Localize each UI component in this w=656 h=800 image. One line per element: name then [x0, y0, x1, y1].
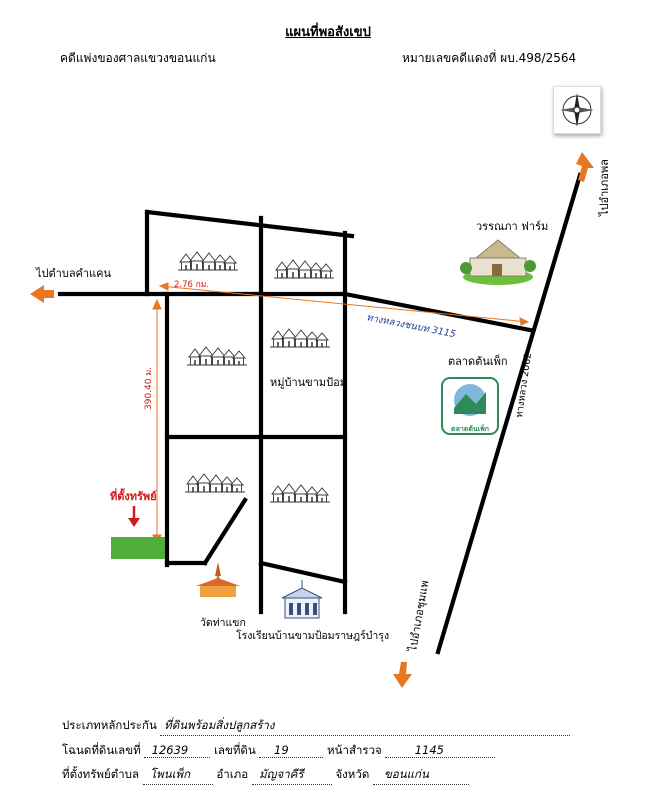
map-title: แผนที่พอสังเขป [285, 25, 371, 40]
subdistrict-value: โพนเพ็ก [149, 767, 191, 781]
arrow-south [393, 662, 412, 688]
property-block [111, 537, 165, 559]
subdistrict-label: ที่ตั้งทรัพย์ตำบล [62, 767, 140, 781]
label-village: หมู่บ้านขามป้อม [270, 376, 347, 389]
collateral-label: ประเภทหลักประกัน [62, 718, 157, 732]
label-to-chum-phae: ไปอำเภอชุมแพ [406, 579, 431, 653]
footer-row-collateral: ประเภทหลักประกัน ที่ดินพร้อมสิ่งปลูกสร้า… [62, 717, 571, 736]
collateral-value: ที่ดินพร้อมสิ่งปลูกสร้าง [164, 718, 275, 732]
footer-row-deed: โฉนดที่ดินเลขที่ 12639 เลขที่ดิน 19 หน้า… [62, 742, 496, 760]
province-label: จังหวัด [335, 767, 370, 781]
label-market: ตลาดต้นเพ็ก [448, 354, 508, 368]
house-cluster-icon [269, 483, 331, 503]
market-logo-icon: ตลาดต้นเพ็ก [441, 377, 499, 435]
court-name: คดีแพ่งของศาลแขวงขอนแก่น [60, 51, 216, 65]
direction-arrows [30, 152, 594, 688]
temple-icon [196, 562, 240, 597]
footer-row-location: ที่ตั้งทรัพย์ตำบล โพนเพ็ก อำเภอ มัญจาคีร… [62, 766, 469, 785]
label-distance-vertical: 390.40 ม. [144, 367, 154, 410]
road-network [57, 172, 583, 655]
district-label: อำเภอ [216, 767, 249, 781]
farm-icon [460, 239, 536, 285]
label-farm: วรรณภา ฟาร์ม [476, 220, 548, 233]
province-value: ขอนแก่น [383, 767, 429, 781]
house-cluster-icon [177, 251, 239, 271]
deed-label: โฉนดที่ดินเลขที่ [62, 743, 141, 757]
land-no-label: เลขที่ดิน [213, 743, 256, 757]
house-cluster-icon [186, 346, 248, 366]
house-cluster-icon [184, 473, 246, 493]
land-number: 19 [274, 743, 289, 757]
house-cluster-icon [273, 259, 335, 279]
label-temple: วัดท่าแขก [200, 617, 246, 629]
label-school: โรงเรียนบ้านขามป้อมราษฎร์บำรุง [236, 629, 389, 642]
survey-page-label: หน้าสำรวจ [327, 743, 382, 757]
label-to-phon: ไปอำเภอพล [598, 159, 611, 217]
label-to-khamkaen: ไปตำบลคำแคน [35, 267, 112, 280]
deed-number: 12639 [151, 743, 189, 757]
survey-page-number: 1145 [414, 743, 444, 757]
arrow-west [30, 285, 54, 303]
district-value: มัญจาคีรี [259, 767, 304, 781]
arrow-north-east [576, 152, 594, 182]
label-distance-horizontal: 2.76 กม. [174, 280, 209, 290]
label-road-3115: ทางหลวงชนบท 3115 [365, 312, 456, 340]
label-property: ที่ตั้งทรัพย์ [110, 488, 157, 503]
school-icon [281, 580, 323, 619]
compass-icon [553, 86, 601, 134]
market-logo-text: ตลาดต้นเพ็ก [451, 424, 489, 433]
property-marker [111, 506, 165, 559]
case-number: หมายเลขคดีแดงที่ ผบ.498/2564 [402, 51, 577, 65]
house-cluster-icon [269, 328, 331, 348]
